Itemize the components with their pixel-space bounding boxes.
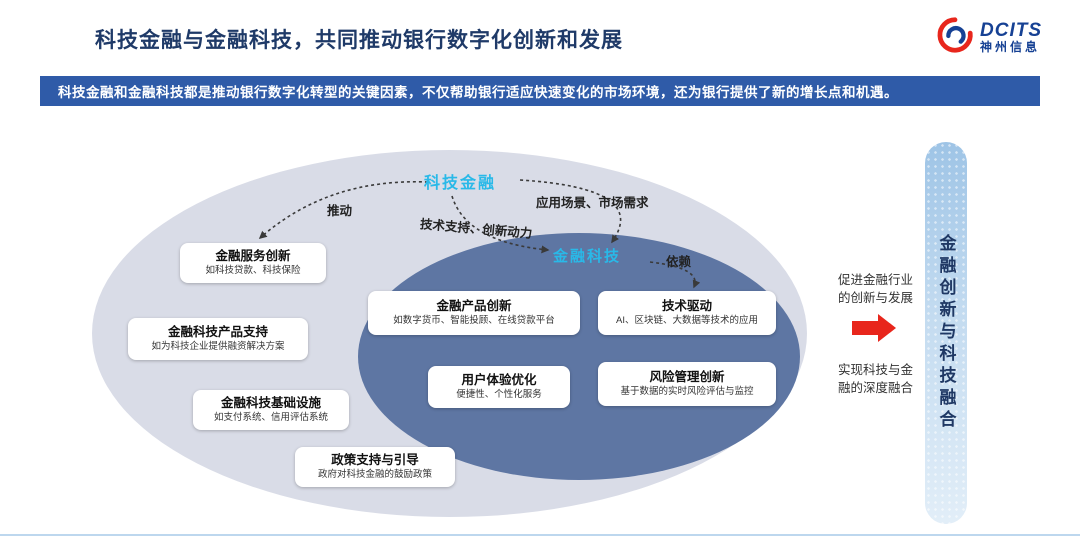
logo-sub-text: 神州信息 bbox=[980, 40, 1041, 55]
node-financial-product-innovation: 金融产品创新 如数字货币、智能投顾、在线贷款平台 bbox=[368, 291, 580, 335]
node-desc: 便捷性、个性化服务 bbox=[456, 389, 542, 401]
node-financial-services-innovation: 金融服务创新 如科技贷款、科技保险 bbox=[180, 243, 326, 283]
dcits-swirl-icon bbox=[936, 16, 974, 59]
company-logo: DCITS 神州信息 bbox=[936, 16, 1042, 59]
vertical-conclusion-banner: 金融创新与科技融合 bbox=[925, 142, 967, 524]
edge-label-depend: 依赖 bbox=[666, 255, 692, 269]
right-arrow-icon bbox=[852, 314, 898, 342]
node-risk-management-innovation: 风险管理创新 基于数据的实时风险评估与监控 bbox=[598, 362, 776, 406]
node-title: 金融产品创新 bbox=[436, 298, 512, 313]
edge-label-application: 应用场景、市场需求 bbox=[536, 196, 649, 210]
node-desc: 基于数据的实时风险评估与监控 bbox=[620, 386, 754, 398]
node-desc: 政府对科技金融的鼓励政策 bbox=[317, 469, 432, 481]
bottom-divider bbox=[0, 534, 1080, 536]
node-title: 金融科技基础设施 bbox=[220, 395, 321, 410]
node-technology-driven: 技术驱动 AI、区块链、大数据等技术的应用 bbox=[598, 291, 776, 335]
node-title: 金融服务创新 bbox=[215, 248, 291, 263]
node-title: 政策支持与引导 bbox=[331, 452, 419, 467]
edge-label-push: 推动 bbox=[327, 204, 353, 218]
tech-finance-hub-label: 科技金融 bbox=[424, 175, 497, 192]
node-desc: 如支付系统、信用评估系统 bbox=[213, 412, 328, 424]
node-title: 技术驱动 bbox=[661, 298, 712, 313]
note-deep-integration: 实现科技与金融的深度融合 bbox=[838, 363, 914, 395]
node-desc: 如数字货币、智能投顾、在线贷款平台 bbox=[393, 315, 555, 327]
node-title: 金融科技产品支持 bbox=[167, 324, 268, 339]
node-user-experience: 用户体验优化 便捷性、个性化服务 bbox=[428, 366, 570, 408]
node-policy-support: 政策支持与引导 政府对科技金融的鼓励政策 bbox=[295, 447, 455, 487]
logo-brand-text: DCITS bbox=[980, 20, 1042, 42]
node-desc: 如科技贷款、科技保险 bbox=[205, 265, 301, 277]
subtitle-banner: 科技金融和金融科技都是推动银行数字化转型的关键因素，不仅帮助银行适应快速变化的市… bbox=[40, 76, 1040, 106]
fintech-hub-label: 金融科技 bbox=[553, 248, 622, 265]
node-desc: AI、区块链、大数据等技术的应用 bbox=[616, 315, 758, 327]
node-title: 风险管理创新 bbox=[649, 369, 725, 384]
fintech-ellipse bbox=[358, 233, 800, 480]
note-promote-innovation: 促进金融行业的创新与发展 bbox=[838, 273, 914, 305]
page-title: 科技金融与金融科技，共同推动银行数字化创新和发展 bbox=[95, 29, 623, 52]
vertical-banner-text: 金融创新与科技融合 bbox=[936, 234, 956, 432]
node-fintech-product-support: 金融科技产品支持 如为科技企业提供融资解决方案 bbox=[128, 318, 308, 360]
node-title: 用户体验优化 bbox=[461, 372, 537, 387]
node-fintech-infrastructure: 金融科技基础设施 如支付系统、信用评估系统 bbox=[193, 390, 349, 430]
node-desc: 如为科技企业提供融资解决方案 bbox=[151, 341, 285, 353]
